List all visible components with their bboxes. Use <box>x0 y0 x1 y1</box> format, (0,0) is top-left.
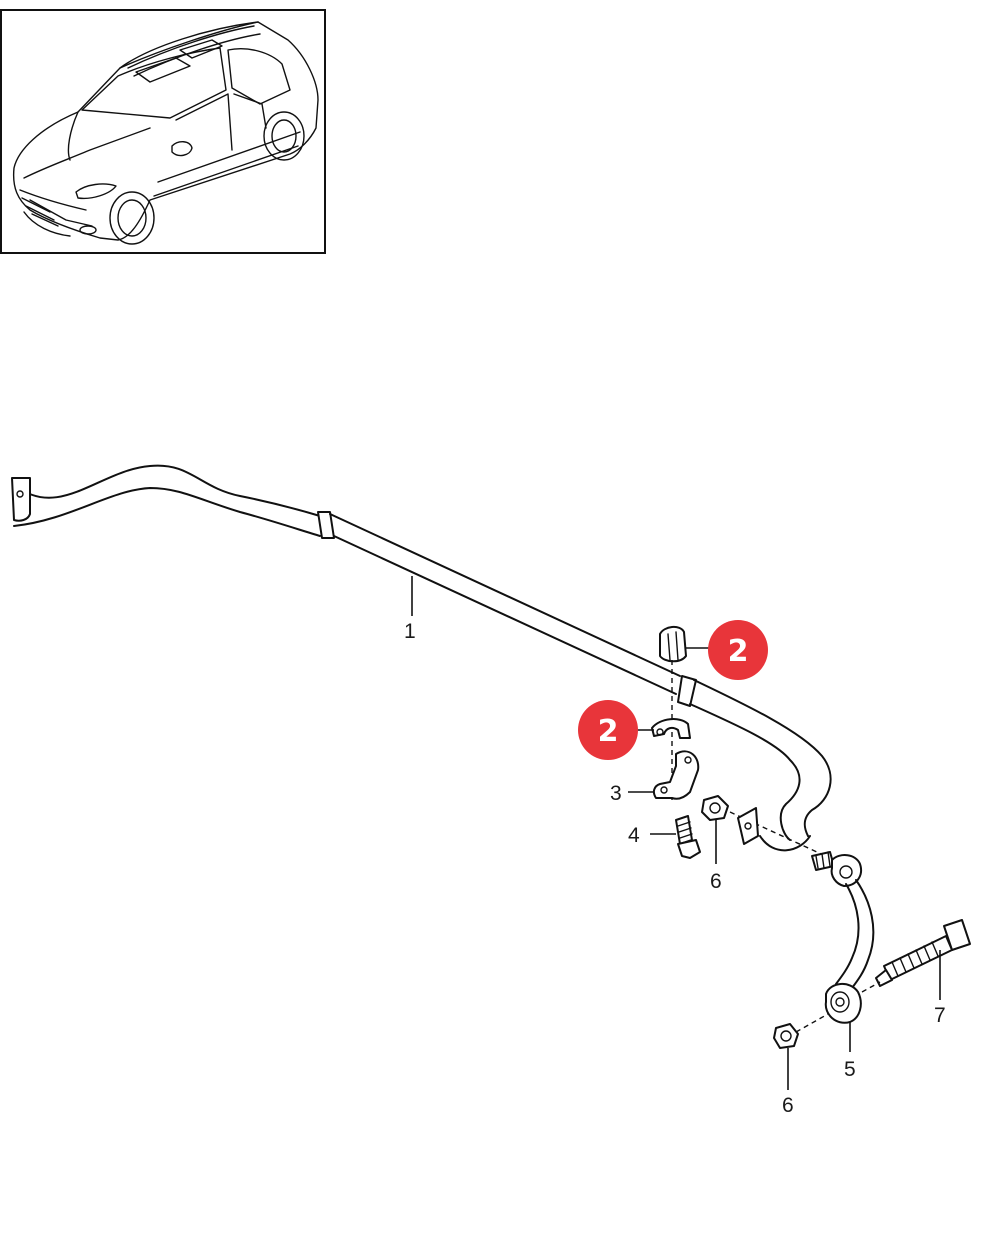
callout-5[interactable]: 5 <box>844 1058 856 1081</box>
callout-4[interactable]: 4 <box>628 824 640 847</box>
callout-6b[interactable]: 6 <box>782 1094 794 1117</box>
badge-circle <box>708 620 768 680</box>
callout-1[interactable]: 1 <box>404 620 416 643</box>
bushing[interactable] <box>659 626 687 663</box>
stabilizer-bar[interactable] <box>11 464 832 852</box>
callout-badge-2b[interactable]: 2 <box>578 700 638 760</box>
callout-2a: 2 <box>728 634 749 669</box>
bushing-clip[interactable] <box>651 718 691 739</box>
callout-badge-2a[interactable]: 2 <box>708 620 768 680</box>
suv-illustration <box>12 21 319 245</box>
assembly-line-lower <box>795 1013 829 1033</box>
nut-lower[interactable] <box>773 1023 799 1049</box>
badge-circle <box>578 700 638 760</box>
bolt[interactable] <box>675 815 701 859</box>
bar-mount-tab <box>737 807 759 845</box>
bracket[interactable] <box>652 750 700 800</box>
coupling-rod[interactable] <box>811 851 875 1024</box>
long-bolt[interactable] <box>875 919 971 987</box>
nut-upper[interactable] <box>701 795 729 821</box>
callout-7[interactable]: 7 <box>934 1004 946 1027</box>
callout-2b: 2 <box>598 714 619 749</box>
vehicle-thumbnail[interactable] <box>0 9 326 254</box>
assembly-line-bolt <box>861 981 881 993</box>
callout-6a[interactable]: 6 <box>710 870 722 893</box>
callout-3[interactable]: 3 <box>610 782 622 805</box>
